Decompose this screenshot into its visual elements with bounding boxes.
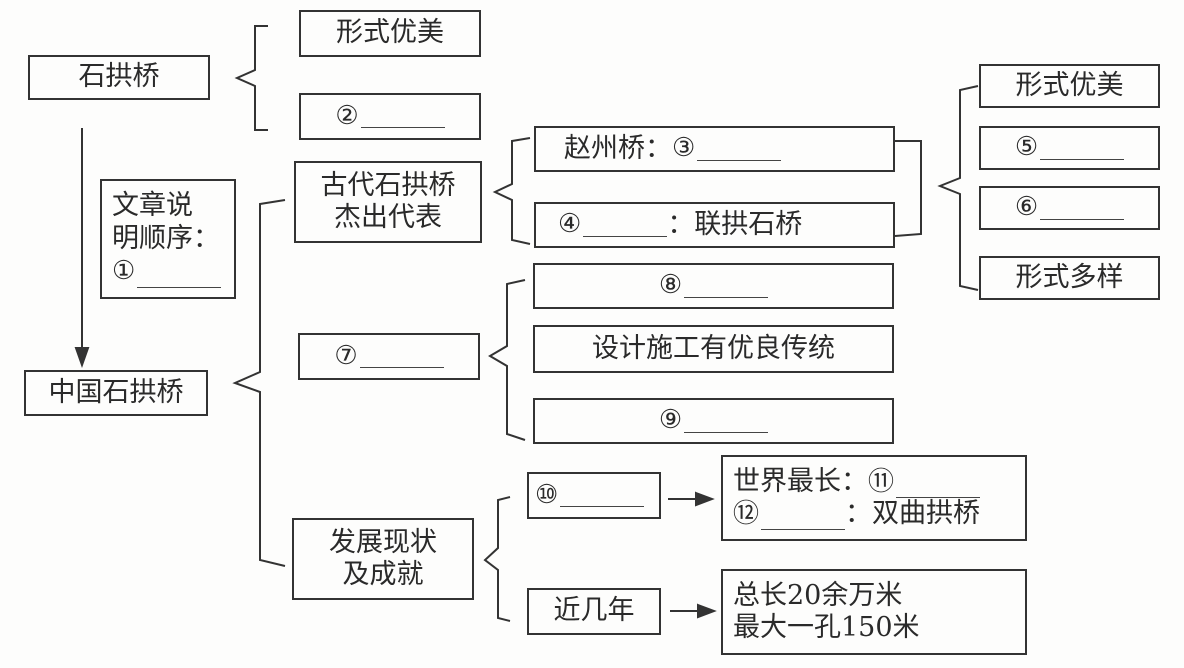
- node-shijie-zuichang[interactable]: 世界最长：⑪ ⑫：双曲拱桥: [721, 455, 1027, 541]
- arrow-head-10: [695, 491, 715, 507]
- node-xingshi-youmei-2: 形式优美: [979, 64, 1160, 108]
- node-sheji-shigong: 设计施工有优良传统: [533, 325, 894, 373]
- bracket-right: [894, 140, 922, 237]
- node-xingshi-youmei: 形式优美: [299, 10, 481, 57]
- blank-line: [684, 275, 769, 298]
- node-blank-5[interactable]: ⑤: [979, 126, 1160, 170]
- blank-line: [359, 345, 444, 368]
- blank-line[interactable]: [137, 265, 222, 288]
- brace-fazhan: [483, 496, 511, 622]
- node-blank-9[interactable]: ⑨: [533, 398, 894, 444]
- node-blank-6[interactable]: ⑥: [979, 186, 1160, 230]
- arrow-head-jinjinian: [697, 603, 717, 619]
- brace-zhongguo: [232, 199, 286, 567]
- node-jinjinian: 近几年: [527, 588, 661, 635]
- blank-line: [1040, 137, 1125, 160]
- node-shigongqiao: 石拱桥: [28, 55, 210, 100]
- brace-features: [937, 85, 979, 291]
- blank-line: [1040, 197, 1125, 220]
- node-zhongguo-shigongqiao: 中国石拱桥: [24, 370, 208, 416]
- node-blank-2[interactable]: ②: [299, 93, 481, 140]
- blank-line: [761, 507, 846, 531]
- arrow-head-main: [74, 347, 90, 369]
- node-xingshi-duoyang: 形式多样: [979, 256, 1160, 300]
- node-zongchang: 总长20余万米 最大一孔150米: [721, 569, 1027, 655]
- blank-line: [583, 214, 668, 237]
- blank-line: [560, 484, 645, 507]
- brace-7: [488, 279, 526, 441]
- blank-line: [684, 410, 769, 433]
- blank-line: [697, 138, 782, 161]
- node-blank-10[interactable]: ⑩: [527, 472, 661, 519]
- node-blank-4[interactable]: ④：联拱石桥: [534, 202, 895, 248]
- node-zhaozhouqiao[interactable]: 赵州桥：③: [534, 126, 895, 172]
- blank-line: [360, 105, 445, 128]
- node-gudai: 古代石拱桥 杰出代表: [294, 161, 482, 243]
- blank-line: [896, 475, 981, 498]
- brace-shigongqiao: [234, 25, 268, 131]
- brace-gudai: [492, 137, 531, 245]
- node-blank-8[interactable]: ⑧: [533, 263, 894, 309]
- node-blank-7[interactable]: ⑦: [298, 333, 480, 380]
- node-fazhan: 发展现状 及成就: [292, 518, 474, 600]
- node-shuoming-shunxu: 文章说 明顺序： ①: [100, 179, 236, 299]
